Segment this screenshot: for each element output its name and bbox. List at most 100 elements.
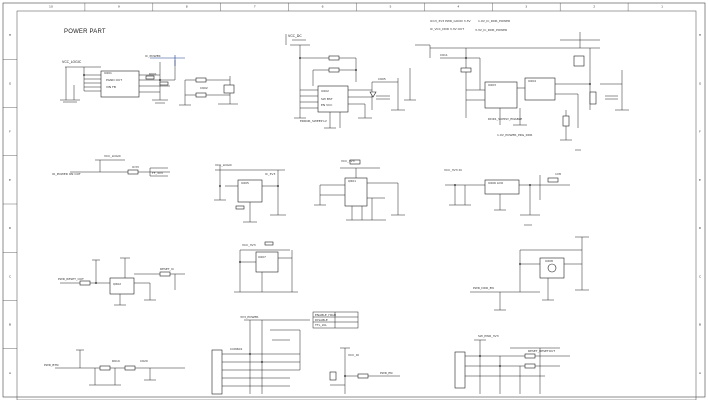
row-label: H (699, 33, 701, 37)
svg-text:CON601: CON601 (230, 347, 243, 351)
row-label: F (9, 130, 11, 134)
row-label: C (9, 274, 11, 278)
svg-text:U604: U604 (528, 79, 536, 83)
row-label: D (699, 226, 702, 230)
svg-text:IC_3V3: IC_3V3 (265, 172, 275, 176)
row-label: C (699, 274, 701, 278)
svg-text:U605: U605 (241, 181, 249, 185)
svg-text:VCC_IO: VCC_IO (348, 353, 360, 357)
svg-text:ENABLE_HIGH: ENABLE_HIGH (315, 313, 336, 317)
row-label: A (699, 371, 702, 375)
svg-text:C620: C620 (140, 359, 148, 363)
svg-text:VCC_DC: VCC_DC (288, 34, 302, 38)
svg-text:DISABLE: DISABLE (315, 318, 328, 322)
svg-text:R610: R610 (112, 359, 120, 363)
column-label: 10 (49, 5, 53, 9)
junction-dots (83, 57, 591, 377)
row-label: F (699, 130, 701, 134)
svg-text:PWR_DDR_EN: PWR_DDR_EN (473, 286, 494, 290)
svg-text:IC13_3V3 PWR_GOOD 3.3V: IC13_3V3 PWR_GOOD 3.3V (430, 19, 472, 23)
svg-text:RESET_IC: RESET_IC (160, 267, 174, 271)
column-label: 9 (118, 5, 120, 9)
column-label: 6 (322, 5, 324, 9)
svg-text:FF_3V3: FF_3V3 (152, 171, 163, 175)
svg-text:1.0V_POWER_PRG_DDR: 1.0V_POWER_PRG_DDR (497, 133, 532, 137)
bridge-block: C602 (179, 76, 238, 106)
svg-text:C605: C605 (378, 77, 386, 81)
controller-block-top-center: VCC_DC U602 SW BST EN VCC ERROR_SWEEP LV C6… (285, 34, 405, 129)
ldo-block-right: VCC_3V3 IO U606 LDO 1V8 (444, 168, 570, 226)
svg-text:VCC_LOGIC: VCC_LOGIC (62, 60, 82, 64)
row-label: D (9, 226, 12, 230)
svg-text:SW BST: SW BST (321, 97, 333, 101)
svg-text:VCC_3V3 IO: VCC_3V3 IO (444, 168, 462, 172)
row-label: H (9, 33, 11, 37)
svg-text:TTL_LVL: TTL_LVL (314, 323, 327, 327)
svg-text:U603: U603 (488, 83, 496, 87)
reset-block-bottom-left: PWR_BTN R610 C620 (44, 349, 185, 386)
svg-text:IC_VCC_DDR 3.3V OUT: IC_VCC_DDR 3.3V OUT (430, 27, 464, 31)
row-label: G (699, 81, 702, 85)
svg-text:VCC_LOGIC: VCC_LOGIC (104, 154, 121, 158)
svg-text:SW_PWR_3V3: SW_PWR_3V3 (478, 334, 499, 338)
svg-text:DDR1_SUPPLY_ENABLE: DDR1_SUPPLY_ENABLE (488, 117, 522, 121)
svg-text:VIN FB: VIN FB (106, 85, 116, 89)
column-label: 4 (457, 5, 459, 9)
switch-block-left: PWR_RESET_OUT Q602 RESET_IC (58, 257, 185, 306)
svg-text:U602: U602 (321, 89, 329, 93)
svg-text:U601: U601 (104, 71, 112, 75)
svg-text:VCC_3V3: VCC_3V3 (341, 159, 355, 163)
svg-text:1V8: 1V8 (555, 172, 561, 176)
row-label: A (9, 371, 12, 375)
svg-text:Q601: Q601 (348, 179, 356, 183)
column-label: 8 (186, 5, 188, 9)
row-label: E (699, 178, 701, 182)
svg-text:ERROR_SWEEP LV: ERROR_SWEEP LV (300, 119, 328, 123)
svg-text:RESET_RESETOUT: RESET_RESETOUT (528, 349, 555, 353)
svg-text:3.3V_IC_DDR_POWER: 3.3V_IC_DDR_POWER (475, 28, 507, 32)
column-label: 1 (661, 5, 663, 9)
svg-text:U608: U608 (545, 259, 553, 263)
svg-text:U606 LDO: U606 LDO (488, 181, 504, 185)
svg-text:1.0V_IC_DDR_POWER: 1.0V_IC_DDR_POWER (478, 19, 510, 23)
column-label: 2 (593, 5, 595, 9)
row-label: E (9, 178, 11, 182)
column-label-row: 10 9 8 7 6 5 4 3 2 1 (49, 3, 663, 11)
svg-text:R601: R601 (149, 72, 157, 76)
sheet-title: POWER PART (64, 29, 106, 35)
svg-text:PWR_EN: PWR_EN (380, 371, 393, 375)
sheet-border-outer (2, 2, 706, 398)
row-label: G (9, 81, 12, 85)
column-label: 5 (389, 5, 391, 9)
svg-text:PWR_BTN: PWR_BTN (44, 363, 59, 367)
svg-text:Q602: Q602 (113, 282, 121, 286)
regulator-block-top-left: VCC_LOGIC U601 IC_POWER R601 PGND OUT VIN F… (60, 54, 185, 104)
column-label: 3 (525, 5, 527, 9)
row-label-column: H H G G F F E E D D C C B B A A (3, 33, 702, 375)
row-label: B (9, 323, 11, 327)
svg-text:VCC_3V3: VCC_3V3 (242, 243, 256, 247)
svg-text:IC33: IC33 (132, 165, 139, 169)
svg-text:IC_POWER: IC_POWER (145, 54, 161, 58)
svg-text:PGND OUT: PGND OUT (106, 78, 122, 82)
column-label: 7 (254, 5, 256, 9)
svg-text:PWR_RESET_OUT: PWR_RESET_OUT (58, 277, 84, 281)
svg-text:C611: C611 (440, 53, 448, 57)
row-label: B (699, 323, 701, 327)
svg-text:U607: U607 (258, 255, 266, 259)
svg-text:C602: C602 (200, 86, 208, 90)
svg-text:3V3_POWER: 3V3_POWER (240, 315, 259, 319)
svg-text:IO_POWER ON OUT: IO_POWER ON OUT (52, 172, 81, 176)
svg-text:EN VCC: EN VCC (321, 103, 332, 107)
svg-text:VCC_LOGIC: VCC_LOGIC (215, 163, 232, 167)
output-block-bottom-center-right: VCC_IO PWR_EN (329, 347, 400, 394)
